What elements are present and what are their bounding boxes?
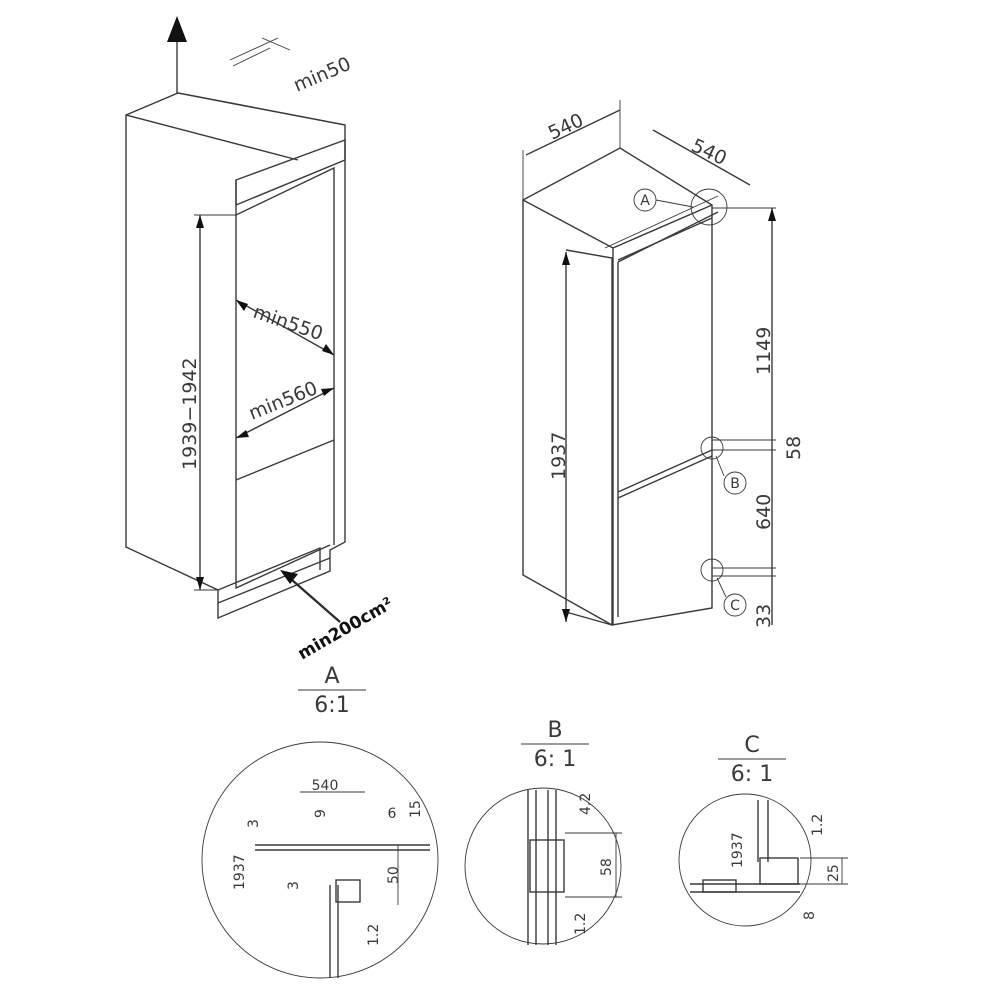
marker-b: B bbox=[730, 476, 740, 492]
detail-c-25: 25 bbox=[826, 864, 842, 882]
lower-height-label: 640 bbox=[753, 494, 775, 530]
detail-b-1.2: 1.2 bbox=[573, 913, 589, 935]
total-height-label: 1937 bbox=[548, 432, 570, 480]
detail-a-letter: A bbox=[324, 664, 339, 689]
detail-c-1.2: 1.2 bbox=[810, 814, 826, 836]
detail-a-15: 15 bbox=[408, 800, 424, 818]
detail-a-scale: 6:1 bbox=[314, 693, 349, 718]
detail-a-9: 9 bbox=[313, 809, 329, 818]
detail-a-50: 50 bbox=[386, 866, 402, 884]
detail-c-scale: 6: 1 bbox=[731, 762, 773, 787]
detail-a-1.2: 1.2 bbox=[366, 924, 382, 946]
detail-a: A 6:1 540 3 9 6 15 1937 3 50 1.2 bbox=[201, 664, 439, 979]
detail-a-6: 6 bbox=[388, 806, 397, 822]
base-height-label: 33 bbox=[753, 604, 775, 628]
detail-c-8: 8 bbox=[802, 911, 818, 920]
upper-height-label: 1149 bbox=[753, 327, 775, 375]
detail-b-scale: 6: 1 bbox=[534, 747, 576, 772]
detail-b-58: 58 bbox=[599, 858, 615, 876]
detail-a-3-bottom: 3 bbox=[286, 881, 302, 890]
detail-b-letter: B bbox=[547, 718, 562, 743]
detail-b: B 6: 1 4.2 58 1.2 bbox=[464, 718, 622, 945]
min560-label: min560 bbox=[246, 377, 321, 424]
marker-a: A bbox=[640, 193, 650, 209]
detail-a-1937: 1937 bbox=[232, 854, 248, 890]
min550-label: min550 bbox=[250, 301, 325, 345]
detail-a-3-top: 3 bbox=[246, 819, 262, 828]
marker-c: C bbox=[730, 598, 740, 614]
detail-a-540: 540 bbox=[312, 778, 339, 794]
detail-c: C 6: 1 1937 1.2 25 8 bbox=[678, 733, 848, 927]
detail-c-1937: 1937 bbox=[730, 832, 746, 868]
detail-c-letter: C bbox=[744, 733, 759, 758]
detail-b-4.2: 4.2 bbox=[578, 793, 594, 815]
vent-area-label: min200cm² bbox=[295, 594, 397, 665]
niche-height-label: 1939−1942 bbox=[179, 357, 201, 470]
appliance-drawing: A B C 540 540 1937 1149 58 640 33 bbox=[522, 100, 805, 628]
depth-label: 540 bbox=[688, 135, 730, 170]
niche-drawing: min50 1939−1942 min550 min560 min200cm² bbox=[125, 16, 397, 665]
width-label: 540 bbox=[545, 109, 587, 144]
gap-label: 58 bbox=[783, 436, 805, 460]
min50-label: min50 bbox=[290, 53, 354, 97]
